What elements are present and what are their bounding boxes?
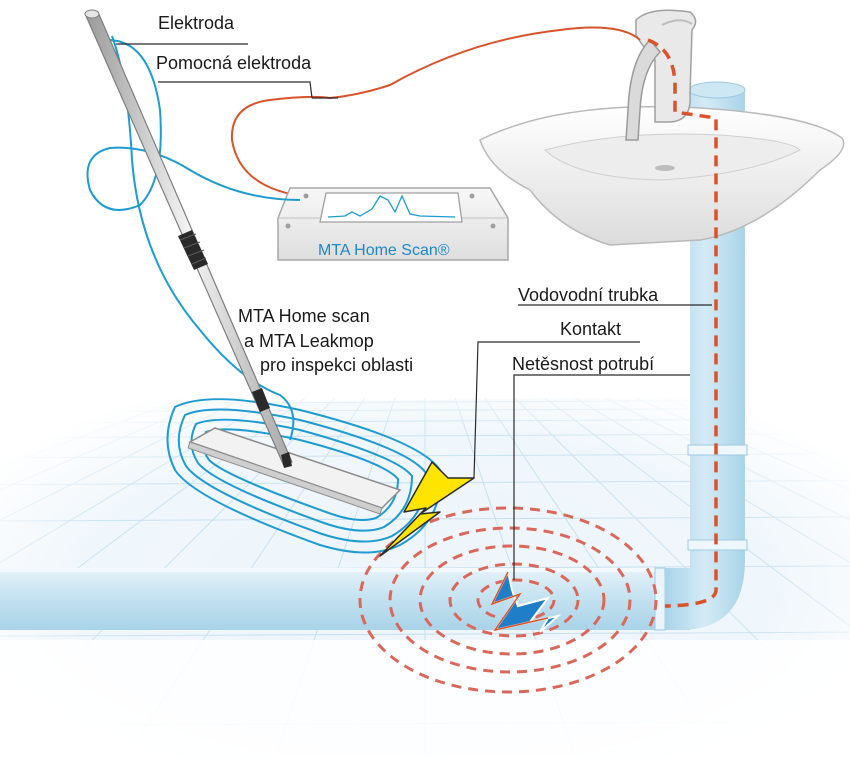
leakmop-pad — [187, 427, 402, 515]
electrode-wire-2 — [111, 35, 295, 441]
inspection-label-line3: pro inspekci oblasti — [260, 355, 414, 375]
device-name-label: MTA Home Scan® — [318, 242, 450, 259]
sink — [479, 105, 845, 246]
water-pipe-horizontal — [0, 567, 690, 631]
leak-label: Netěsnost potrubí — [512, 354, 655, 374]
electrode-wire — [86, 39, 301, 211]
contact-lightning-icon — [379, 461, 475, 557]
leader-lines — [116, 43, 712, 580]
electrode-label: Elektroda — [158, 13, 235, 33]
faucet — [625, 9, 697, 141]
inspection-label-line1: MTA Home scan — [238, 306, 370, 326]
contact-label: Kontakt — [560, 319, 622, 339]
current-path-dashed — [647, 38, 718, 608]
water-pipe-label: Vodovodní trubka — [518, 285, 659, 305]
leakmop-field-loops — [166, 398, 442, 554]
mta-home-scan-device — [277, 187, 509, 261]
aux-electrode-label: Pomocná elektroda — [156, 53, 312, 73]
inspection-label-line2: a MTA Leakmop — [244, 331, 374, 351]
aux-electrode-wire — [230, 26, 641, 198]
electrode-rod — [84, 9, 293, 468]
